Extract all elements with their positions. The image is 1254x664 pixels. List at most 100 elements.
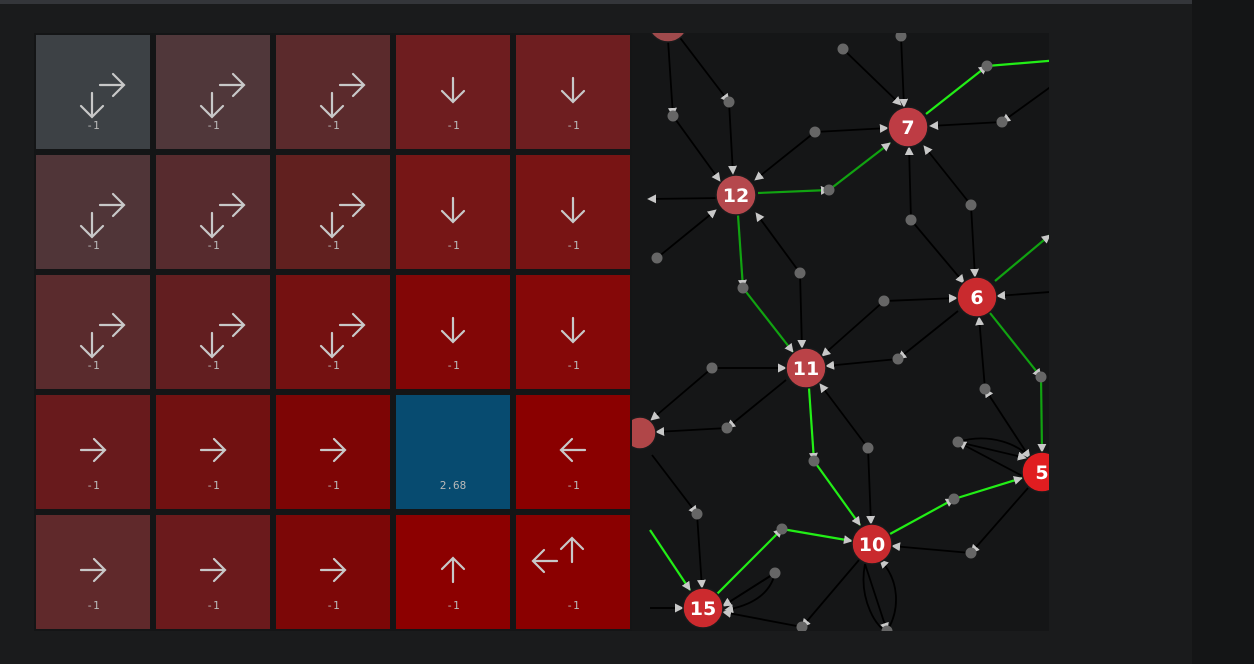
graph-edge xyxy=(825,358,899,370)
grid-cell[interactable]: -1 xyxy=(396,155,510,269)
graph-edge xyxy=(742,287,794,353)
graph-node-label: 15 xyxy=(690,598,716,620)
graph-edge xyxy=(904,146,914,221)
arrow-down-icon xyxy=(440,76,466,104)
cell-value: -1 xyxy=(206,239,220,252)
grid-cell[interactable]: 2.68 xyxy=(396,395,510,509)
graph-waypoint xyxy=(837,43,849,55)
arrow-down-icon xyxy=(560,316,586,344)
graph-node-label: 11 xyxy=(793,358,819,380)
graph-edge xyxy=(819,383,869,449)
grid-cell[interactable]: -1 xyxy=(516,275,630,389)
graph-node[interactable]: 7 xyxy=(887,106,929,148)
arrow-right-icon xyxy=(218,72,246,98)
graph-edge xyxy=(813,460,861,526)
grid-cell[interactable]: -1 xyxy=(36,515,150,629)
graph-edge xyxy=(647,194,721,204)
grid-cell[interactable]: -1 xyxy=(276,155,390,269)
graph-node-label: 5 xyxy=(1035,462,1048,484)
arrow-down-icon xyxy=(440,196,466,224)
grid-cell[interactable]: -1 xyxy=(516,35,630,149)
graph-waypoint xyxy=(892,353,904,365)
cell-value: -1 xyxy=(566,239,580,252)
graph-node[interactable] xyxy=(648,33,688,43)
graph-edge xyxy=(656,209,717,259)
graph-waypoint xyxy=(996,116,1008,128)
graph-edge xyxy=(994,234,1049,282)
grid-cell[interactable]: -1 xyxy=(36,395,150,509)
graph-edge xyxy=(672,115,721,182)
arrow-right-icon xyxy=(98,192,126,218)
cell-value: -1 xyxy=(326,599,340,612)
graph-edge xyxy=(781,527,853,545)
state-transition-graph: 12 7 6 11 10 15 5 xyxy=(632,33,1049,631)
grid-cell[interactable]: -1 xyxy=(276,35,390,149)
graph-node[interactable]: 6 xyxy=(956,276,998,318)
graph-edge xyxy=(722,572,776,607)
graph-edge xyxy=(755,212,801,274)
graph-waypoint xyxy=(723,96,735,108)
grid-cell[interactable]: -1 xyxy=(396,35,510,149)
grid-cell[interactable]: -1 xyxy=(156,395,270,509)
grid-cell[interactable]: -1 xyxy=(36,35,150,149)
grid-cell[interactable]: -1 xyxy=(36,155,150,269)
graph-node[interactable] xyxy=(632,416,657,450)
graph-waypoint xyxy=(905,214,917,226)
graph-node[interactable]: 12 xyxy=(715,174,757,216)
graph-waypoint xyxy=(809,126,821,138)
grid-cell[interactable]: -1 xyxy=(36,275,150,389)
graph-waypoint xyxy=(952,436,964,448)
grid-cell[interactable]: -1 xyxy=(516,395,630,509)
window-top-bar xyxy=(0,0,1192,4)
graph-edge xyxy=(842,48,902,106)
grid-cell[interactable]: -1 xyxy=(396,515,510,629)
arrow-down-icon xyxy=(199,91,225,119)
grid-cell[interactable]: -1 xyxy=(156,155,270,269)
graph-edge xyxy=(897,310,959,360)
arrow-down-icon xyxy=(440,316,466,344)
arrow-right-icon xyxy=(199,437,227,463)
arrow-left-icon xyxy=(559,437,587,463)
arrow-right-icon xyxy=(199,557,227,583)
graph-waypoint xyxy=(737,282,749,294)
graph-edge xyxy=(716,528,783,595)
graph-node-label: 12 xyxy=(723,185,749,207)
cell-value: -1 xyxy=(566,479,580,492)
graph-edge xyxy=(883,293,958,303)
grid-cell[interactable]: -1 xyxy=(396,275,510,389)
graph-waypoint xyxy=(706,362,718,374)
graph-waypoint xyxy=(979,383,991,395)
graph-edge xyxy=(724,572,776,614)
grid-cell[interactable]: -1 xyxy=(156,35,270,149)
graph-node[interactable]: 5 xyxy=(1021,451,1049,493)
cell-value: -1 xyxy=(206,479,220,492)
grid-cell[interactable]: -1 xyxy=(156,515,270,629)
grid-cell[interactable]: -1 xyxy=(276,515,390,629)
grid-cell[interactable]: -1 xyxy=(156,275,270,389)
graph-node[interactable]: 10 xyxy=(851,523,893,565)
cell-value: 2.68 xyxy=(439,479,467,492)
graph-edge xyxy=(970,487,1029,554)
arrow-right-icon xyxy=(218,192,246,218)
grid-cell[interactable]: -1 xyxy=(276,395,390,509)
cell-value: -1 xyxy=(326,479,340,492)
graph-edge xyxy=(814,123,889,133)
graph-edge xyxy=(650,367,713,421)
arrow-right-icon xyxy=(338,312,366,338)
graph-node[interactable]: 11 xyxy=(785,347,827,389)
grid-cell[interactable]: -1 xyxy=(516,155,630,269)
graph-edge xyxy=(754,131,816,181)
cell-value: -1 xyxy=(326,239,340,252)
arrow-down-icon xyxy=(79,211,105,239)
graph-edge xyxy=(989,312,1042,378)
grid-cell[interactable]: -1 xyxy=(276,275,390,389)
graph-waypoint xyxy=(667,110,679,122)
graph-waypoint xyxy=(651,252,663,264)
cell-value: -1 xyxy=(566,599,580,612)
graph-node[interactable]: 15 xyxy=(682,587,724,629)
arrow-up-icon xyxy=(440,556,466,584)
graph-waypoint xyxy=(948,493,960,505)
grid-cell[interactable]: -1 xyxy=(516,515,630,629)
cell-value: -1 xyxy=(446,239,460,252)
graph-waypoint xyxy=(796,621,808,631)
